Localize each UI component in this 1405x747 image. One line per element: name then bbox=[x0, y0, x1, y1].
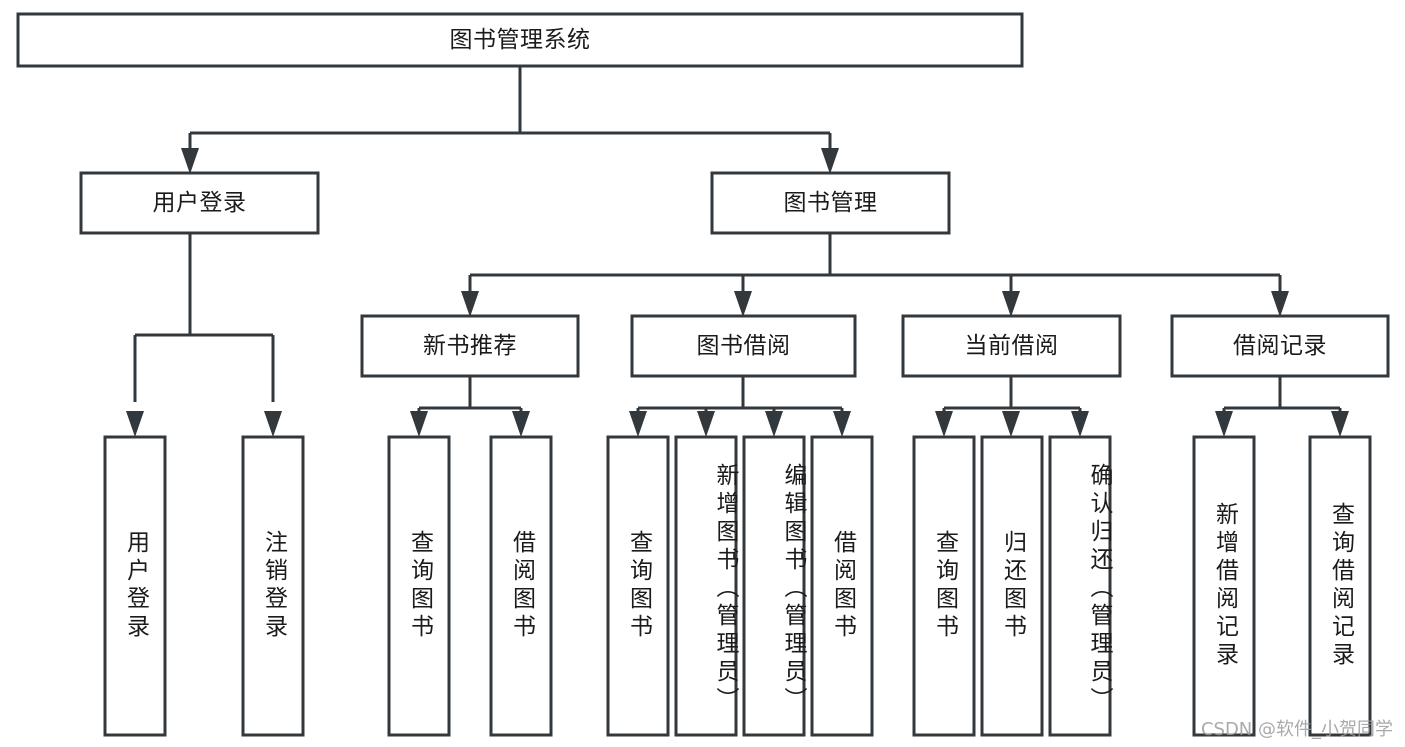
arrow-to-leaf-user-logout bbox=[264, 411, 282, 437]
arrow-to-leaf-add-record bbox=[1215, 411, 1233, 437]
arrow-to-book-borrow bbox=[734, 291, 752, 317]
arrow-to-leaf-query-book-3 bbox=[935, 411, 953, 437]
node-box-leaf-query-book-1[interactable] bbox=[387, 435, 451, 737]
node-box-leaf-add-book[interactable] bbox=[674, 435, 738, 737]
connector-borrow-record-bus bbox=[1222, 376, 1342, 414]
connector-book-manage-bus bbox=[468, 233, 1282, 300]
arrow-to-borrow-record bbox=[1271, 291, 1289, 317]
watermark-text: CSDN @软件_小贺同学 bbox=[1200, 719, 1393, 740]
node-box-leaf-return-book[interactable] bbox=[980, 435, 1044, 737]
node-box-leaf-query-book-2[interactable] bbox=[606, 435, 670, 737]
arrow-to-book-manage bbox=[821, 148, 839, 174]
arrow-to-leaf-confirm-return bbox=[1071, 411, 1089, 437]
node-box-book-borrow[interactable] bbox=[630, 314, 857, 378]
node-box-leaf-confirm-return[interactable] bbox=[1048, 435, 1112, 737]
node-box-new-book-recommend[interactable] bbox=[360, 314, 580, 378]
node-box-leaf-query-book-3[interactable] bbox=[912, 435, 976, 737]
node-box-leaf-borrow-book-2[interactable] bbox=[810, 435, 874, 737]
node-box-leaf-user-login[interactable] bbox=[103, 435, 167, 737]
node-box-leaf-user-logout[interactable] bbox=[241, 435, 305, 737]
node-box-leaf-borrow-book-1[interactable] bbox=[489, 435, 553, 737]
connector-root-bus bbox=[188, 66, 832, 160]
arrow-to-leaf-query-book-2 bbox=[629, 411, 647, 437]
connector-new-book-recommend-bus bbox=[417, 376, 523, 414]
arrow-to-leaf-query-book-1 bbox=[410, 411, 428, 437]
connector-current-borrow-bus bbox=[942, 376, 1082, 414]
node-box-leaf-add-record[interactable] bbox=[1192, 435, 1256, 737]
node-box-book-manage[interactable] bbox=[710, 171, 951, 235]
arrow-to-current-borrow bbox=[1002, 291, 1020, 317]
node-box-user-login[interactable] bbox=[79, 171, 320, 235]
node-box-borrow-record[interactable] bbox=[1170, 314, 1390, 378]
arrow-to-new-book-recommend bbox=[461, 291, 479, 317]
arrow-to-leaf-return-book bbox=[1002, 411, 1020, 437]
node-box-leaf-query-record[interactable] bbox=[1308, 435, 1372, 737]
connector-user-login-bus bbox=[133, 233, 275, 402]
arrow-to-user-login bbox=[181, 148, 199, 174]
arrow-to-leaf-edit-book bbox=[765, 411, 783, 437]
node-box-root[interactable] bbox=[16, 12, 1024, 68]
arrow-to-leaf-borrow-book-1 bbox=[512, 411, 530, 437]
arrow-to-leaf-add-book bbox=[697, 411, 715, 437]
arrow-to-leaf-query-record bbox=[1331, 411, 1349, 437]
arrow-to-leaf-user-login bbox=[126, 411, 144, 437]
arrow-to-leaf-borrow-book-2 bbox=[833, 411, 851, 437]
connector-book-borrow-bus bbox=[636, 376, 844, 414]
node-box-current-borrow[interactable] bbox=[901, 314, 1122, 378]
node-box-leaf-edit-book[interactable] bbox=[742, 435, 806, 737]
